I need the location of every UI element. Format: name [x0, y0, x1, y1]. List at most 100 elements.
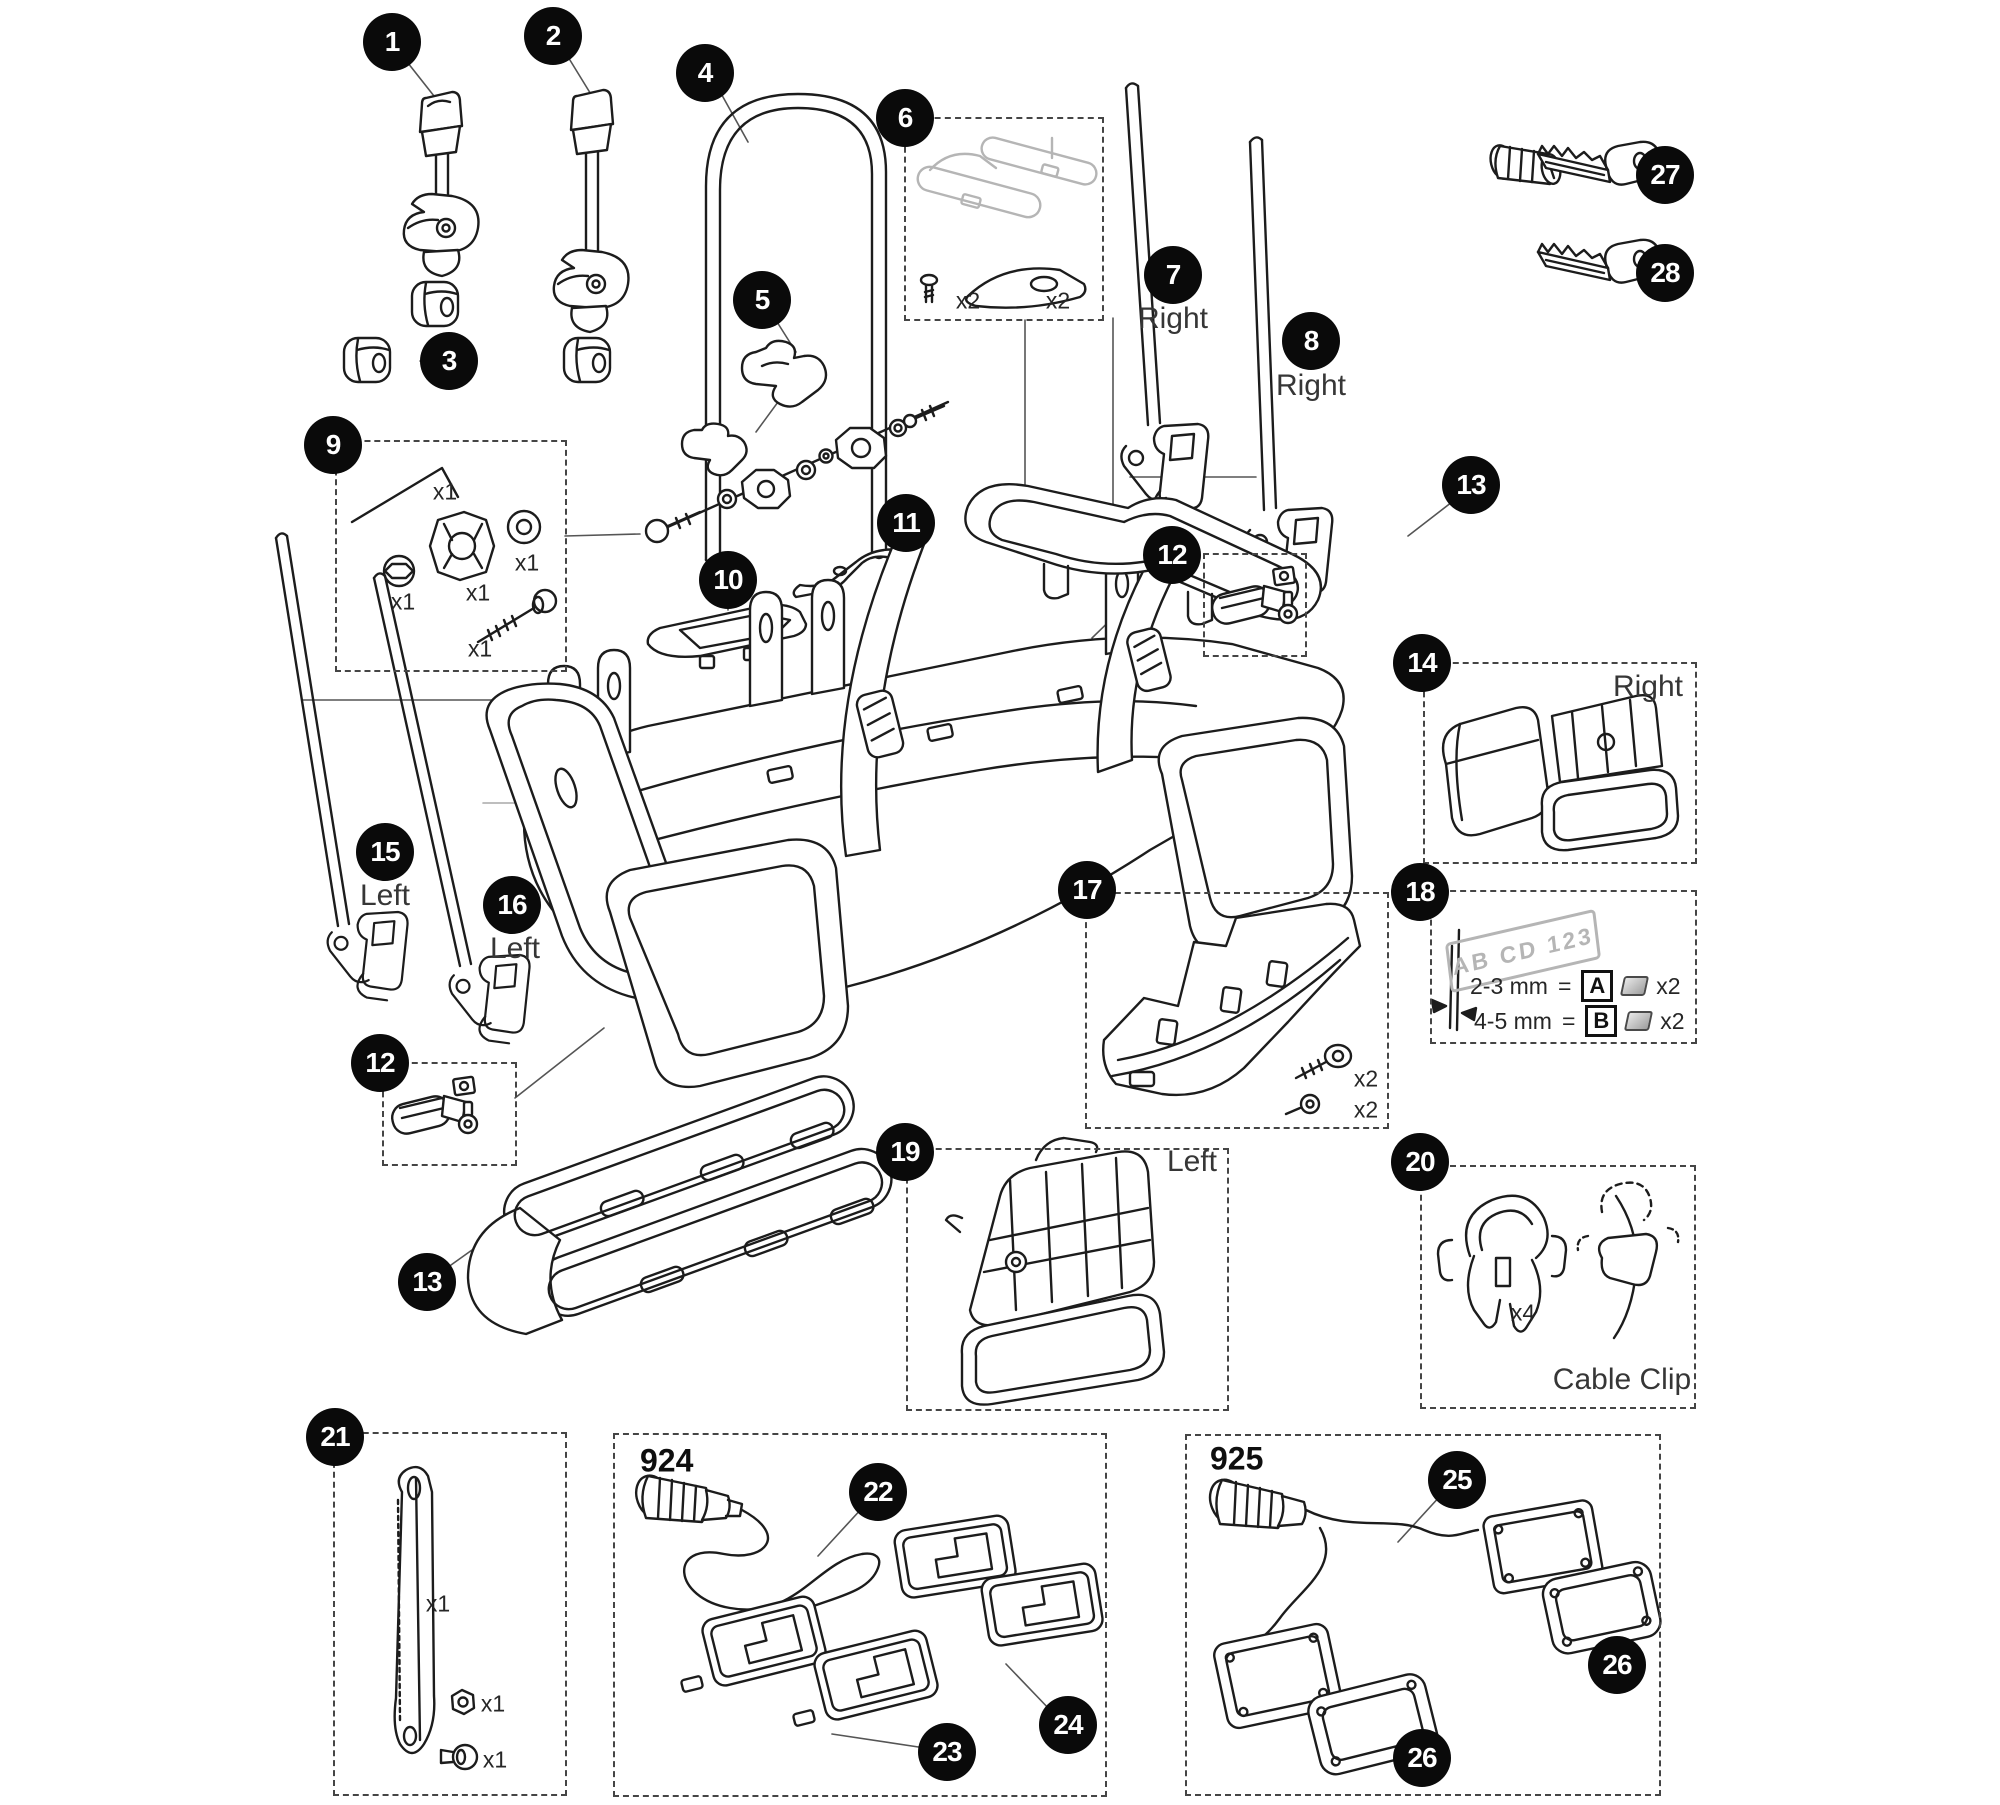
badge-7: 7 — [1144, 246, 1202, 304]
badge-28: 28 — [1636, 244, 1694, 302]
main-assembly-drawing — [485, 510, 1354, 1089]
badge-16: 16 — [483, 876, 541, 934]
group-box-14 — [1423, 662, 1697, 864]
group-box-9 — [335, 440, 567, 672]
label-qty-6-screw: x2 — [955, 287, 981, 314]
label-qty-21-strap: x1 — [425, 1590, 451, 1617]
badge-18: 18 — [1391, 863, 1449, 921]
label-qty-17-screw: x2 — [1353, 1096, 1379, 1123]
group-box-21 — [333, 1432, 567, 1796]
part-6-kit-drawing — [916, 136, 1098, 309]
badge-12: 12 — [1143, 526, 1201, 584]
group-box-12b — [382, 1062, 517, 1166]
badge-12b: 12 — [351, 1034, 409, 1092]
badge-20: 20 — [1391, 1133, 1449, 1191]
part-16-drawing — [372, 572, 531, 1045]
badge-10: 10 — [699, 551, 757, 609]
badge-26b: 26 — [1393, 1729, 1451, 1787]
part-20-cable-clip-drawing — [1436, 1181, 1680, 1340]
label-qty-6-plate: x2 — [1045, 287, 1071, 314]
label-left-16: Left — [489, 932, 541, 965]
label-code-925: 925 — [1210, 1440, 1264, 1477]
gap-range-b: 4-5 mm — [1474, 1007, 1552, 1034]
label-qty-21-screw: x1 — [482, 1746, 508, 1773]
equals-sign: = — [1557, 972, 1572, 999]
part-1-drawing — [402, 90, 480, 328]
group-box-18 — [1430, 890, 1697, 1044]
badge-27: 27 — [1636, 146, 1694, 204]
part-27-lock-drawing — [1489, 140, 1663, 186]
part-19-foot-left-drawing — [944, 1136, 1166, 1406]
badge-19: 19 — [876, 1123, 934, 1181]
group-box-6 — [904, 117, 1104, 321]
gap-qty-a: x2 — [1656, 972, 1681, 999]
label-right-8: Right — [1275, 369, 1347, 402]
group-box-20 — [1420, 1165, 1696, 1409]
letter-box-a: A — [1581, 970, 1614, 1002]
part-5-clip-drawing — [644, 339, 950, 544]
label-qty-9-knob: x1 — [465, 579, 491, 606]
harness-925-drawing — [1208, 1478, 1662, 1776]
badge-22: 22 — [849, 1463, 907, 1521]
label-qty-21-nut: x1 — [480, 1690, 506, 1717]
badge-24: 24 — [1039, 1696, 1097, 1754]
badge-13: 13 — [1442, 456, 1500, 514]
badge-2: 2 — [524, 7, 582, 65]
badge-21: 21 — [306, 1408, 364, 1466]
badge-14: 14 — [1393, 634, 1451, 692]
part-3-drawing — [342, 336, 392, 384]
label-qty-17-bolt: x2 — [1353, 1065, 1379, 1092]
part-15-drawing — [274, 532, 409, 1002]
plate-clip-glyph-b — [1624, 1011, 1654, 1031]
badge-9: 9 — [304, 416, 362, 474]
group-box-19 — [906, 1148, 1229, 1411]
part-18-plate-kit-drawing — [1430, 928, 1478, 1032]
label-qty-9-bolt: x1 — [467, 635, 493, 662]
label-qty-9-bushing: x1 — [390, 588, 416, 615]
plug-13pin-icon — [634, 1474, 744, 1524]
group-box-924 — [613, 1433, 1107, 1797]
group-box-17 — [1085, 892, 1389, 1129]
gap-qty-b: x2 — [1660, 1007, 1685, 1034]
label-right-14: Right — [1612, 670, 1684, 703]
group-box-12 — [1203, 553, 1307, 657]
plate-clip-glyph-a — [1620, 976, 1650, 996]
part-6-assembly-preview — [916, 136, 1098, 219]
part-2-drawing — [552, 88, 630, 384]
badge-6: 6 — [876, 89, 934, 147]
badge-23: 23 — [918, 1723, 976, 1781]
label-qty-20-clip: x4 — [1510, 1299, 1536, 1326]
badge-25: 25 — [1428, 1451, 1486, 1509]
badge-13b: 13 — [398, 1253, 456, 1311]
equals-sign: = — [1561, 1007, 1576, 1034]
label-cable-clip: Cable Clip — [1552, 1363, 1692, 1396]
badge-17: 17 — [1058, 861, 1116, 919]
part-8-drawing — [1244, 136, 1334, 606]
gap-range-a: 2-3 mm — [1470, 972, 1548, 999]
badge-1: 1 — [363, 13, 421, 71]
label-left-15: Left — [359, 879, 411, 912]
label-qty-9-washer: x1 — [514, 549, 540, 576]
badge-15: 15 — [356, 823, 414, 881]
badge-3: 3 — [420, 332, 478, 390]
label-qty-9-allen: x1 — [432, 478, 458, 505]
group-box-925 — [1185, 1434, 1661, 1796]
label-code-924: 924 — [640, 1442, 694, 1479]
letter-box-b: B — [1585, 1005, 1618, 1037]
part-9-kit-drawing — [350, 466, 558, 644]
part-21-strap-kit-drawing — [393, 1465, 479, 1771]
lamp-box-icon — [1213, 1622, 1343, 1730]
badge-26: 26 — [1588, 1636, 1646, 1694]
part-7-drawing — [1120, 82, 1210, 522]
badge-4: 4 — [676, 44, 734, 102]
label-right-7: Right — [1137, 302, 1209, 335]
part-14-foot-right-drawing — [1441, 694, 1680, 852]
badge-8: 8 — [1282, 312, 1340, 370]
badge-11: 11 — [877, 494, 935, 552]
part-17-cover-drawing — [1102, 902, 1362, 1116]
badge-5: 5 — [733, 271, 791, 329]
